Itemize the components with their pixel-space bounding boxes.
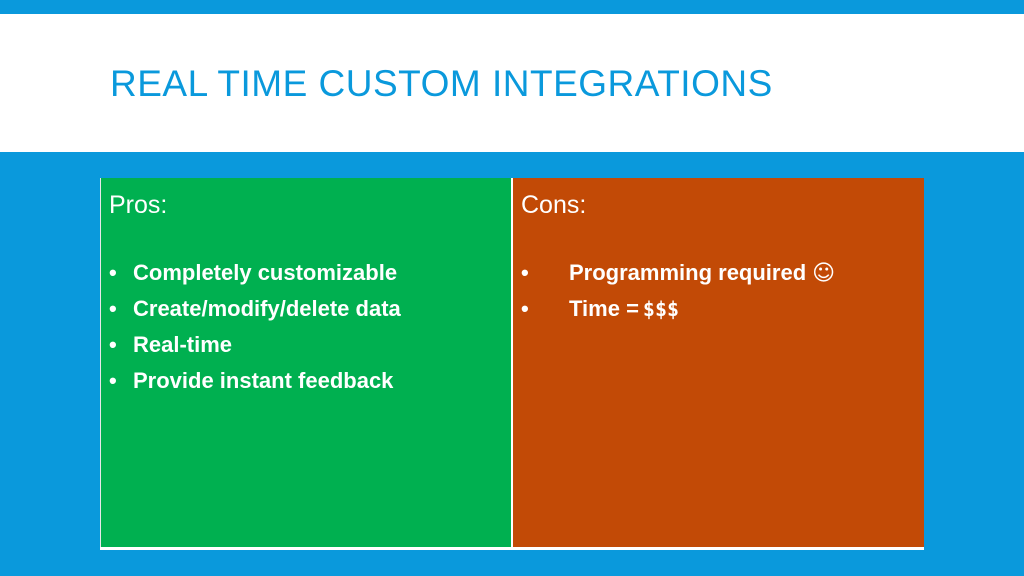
pros-cell: Pros: • Completely customizable • Create… xyxy=(100,178,511,547)
list-item-text: Programming required xyxy=(569,260,807,285)
list-item: • Create/modify/delete data xyxy=(109,296,401,332)
top-accent-strip xyxy=(0,0,1024,14)
cons-list: • Programming required ☺ • Time = $$$ xyxy=(521,260,835,332)
cons-heading: Cons: xyxy=(521,191,587,219)
smiley-icon: ☺ xyxy=(812,261,836,286)
pros-list: • Completely customizable • Create/modif… xyxy=(109,260,401,404)
bullet-icon: • xyxy=(109,296,117,321)
list-item-text: Real-time xyxy=(133,332,233,357)
cost-value: $$$ xyxy=(642,297,680,321)
bullet-icon: • xyxy=(109,332,117,357)
list-item: • Time = $$$ xyxy=(521,296,835,332)
list-item-text: Provide instant feedback xyxy=(133,368,394,393)
pros-cons-table: Pros: • Completely customizable • Create… xyxy=(100,178,924,550)
bullet-icon: • xyxy=(109,260,117,285)
list-item: • Completely customizable xyxy=(109,260,401,296)
slide-title: REAL TIME CUSTOM INTEGRATIONS xyxy=(110,63,773,104)
list-item-text: Time = xyxy=(569,296,639,321)
list-item: • Real-time xyxy=(109,332,401,368)
title-band xyxy=(0,14,1024,152)
list-item-text: Completely customizable xyxy=(133,260,398,285)
list-item: • Programming required ☺ xyxy=(521,260,835,296)
list-item: • Provide instant feedback xyxy=(109,368,401,404)
list-item-text: Create/modify/delete data xyxy=(133,296,401,321)
bullet-icon: • xyxy=(521,296,529,321)
bullet-icon: • xyxy=(109,368,117,393)
bullet-icon: • xyxy=(521,260,529,285)
cons-cell: Cons: • Programming required ☺ • Time = … xyxy=(511,178,924,547)
pros-heading: Pros: xyxy=(109,191,168,219)
